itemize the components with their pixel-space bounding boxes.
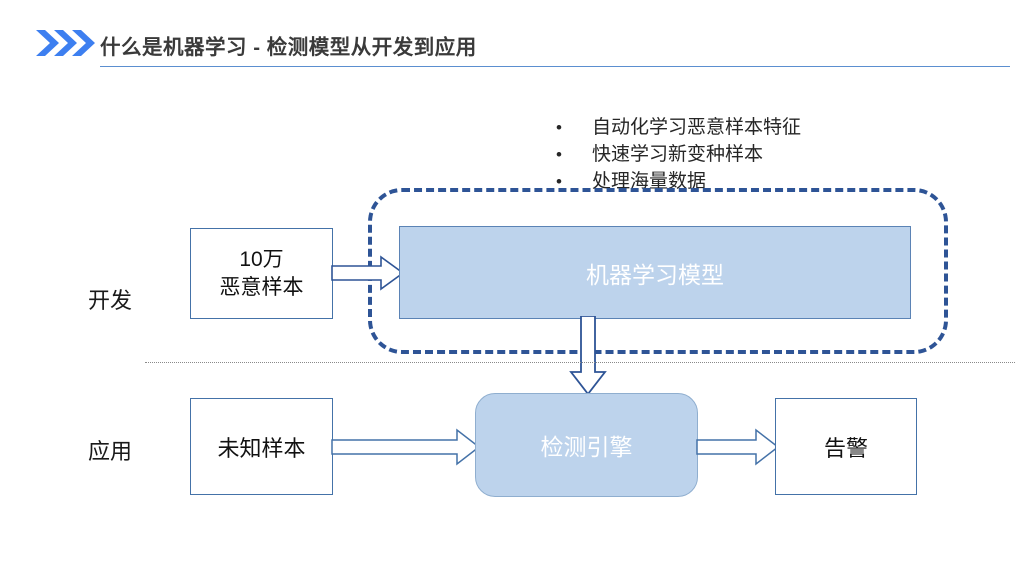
node-unknown-sample[interactable]: 未知样本 [190, 398, 333, 495]
list-item-label: 处理海量数据 [592, 171, 707, 192]
node-malware-samples-count: 10万 [239, 247, 284, 271]
page-title: 什么是机器学习 - 检测模型从开发到应用 [100, 36, 477, 59]
node-detection-engine[interactable]: 检测引擎 [475, 393, 698, 497]
bullet-marker-icon: • [556, 118, 562, 137]
title-underline-divider [100, 66, 1010, 67]
stage-label-application: 应用 [88, 439, 133, 464]
phase-divider-dotted-line [145, 362, 1015, 363]
bullet-marker-icon: • [556, 172, 562, 191]
stage-label-development: 开发 [88, 288, 133, 313]
bullet-marker-icon: • [556, 145, 562, 164]
node-alert[interactable]: 告警 [775, 398, 917, 495]
node-ml-model[interactable]: 机器学习模型 [399, 226, 911, 319]
arrow-down-icon-model-to-engine [566, 315, 610, 396]
node-malware-samples[interactable]: 10万 恶意样本 [190, 228, 333, 319]
triple-chevron-right-icon [36, 28, 98, 58]
arrow-right-icon-samples-to-model [331, 253, 405, 293]
list-item-label: 快速学习新变种样本 [592, 144, 764, 165]
list-item: • 处理海量数据 [556, 166, 936, 193]
feature-bullet-list: • 自动化学习恶意样本特征 • 快速学习新变种样本 • 处理海量数据 [556, 112, 936, 193]
arrow-right-icon-engine-to-alert [696, 426, 780, 468]
list-item: • 快速学习新变种样本 [556, 139, 936, 166]
list-item: • 自动化学习恶意样本特征 [556, 112, 936, 139]
list-item-label: 自动化学习恶意样本特征 [592, 117, 802, 138]
node-malware-samples-label: 恶意样本 [219, 275, 304, 299]
arrow-right-icon-unknown-to-engine [331, 426, 481, 468]
